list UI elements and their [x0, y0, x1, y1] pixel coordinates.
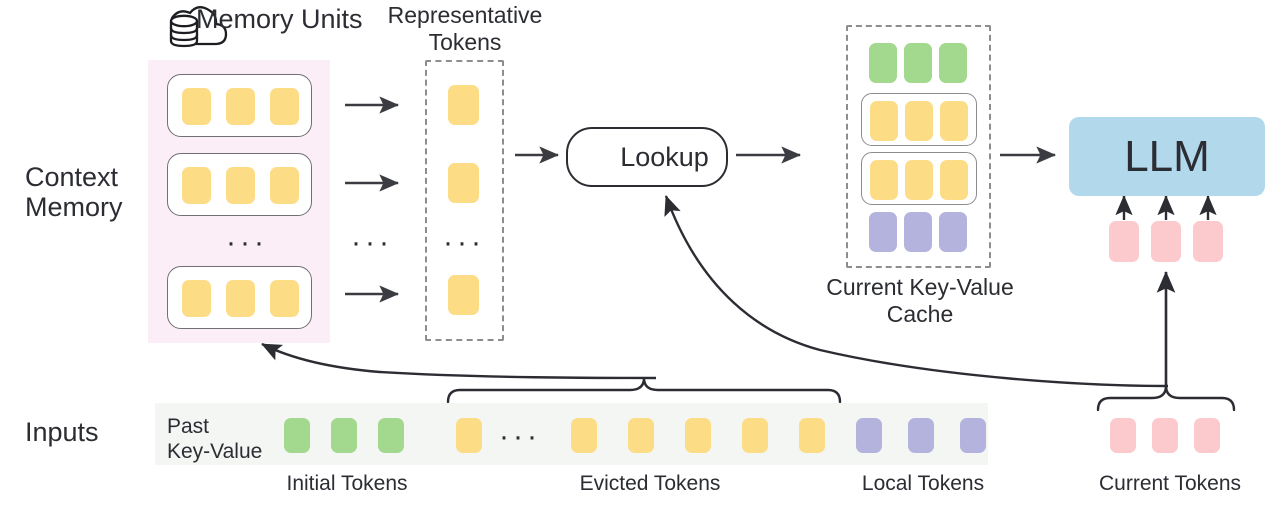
memory-units-label: Memory Units [196, 4, 363, 34]
current-tokens-label: Current Tokens [1098, 472, 1242, 495]
kv-cache-row-3[interactable] [861, 152, 977, 205]
input-sequence-ellipsis: ··· [499, 420, 541, 453]
representative-tokens-ellipsis: ··· [443, 226, 485, 259]
arrow-evicted-to-context-memory [261, 342, 657, 380]
kv-row-1-token-1 [869, 43, 897, 83]
input-token-evicted-6 [799, 418, 825, 453]
past-key-value-label: Past Key-Value [167, 415, 263, 463]
kv-row-2-token-3 [940, 101, 968, 141]
kv-row-3-token-2 [905, 160, 933, 200]
current-token-3 [1194, 418, 1220, 453]
representative-token-1 [448, 85, 479, 125]
memory-unit-1-token-3 [270, 88, 299, 125]
representative-token-3 [448, 275, 479, 315]
memory-unit-2-token-1 [182, 167, 211, 204]
current-kv-cache-label: Current Key-Value Cache [826, 274, 1014, 327]
memory-unit-3-token-2 [226, 280, 255, 317]
input-token-evicted-5 [742, 418, 768, 453]
llm-block[interactable]: LLM [1069, 117, 1265, 196]
input-token-local-3 [960, 418, 986, 453]
memory-unit-3-token-1 [182, 280, 211, 317]
input-token-local-2 [908, 418, 934, 453]
memory-unit-1-token-1 [182, 88, 211, 125]
representative-tokens-label: Representative Tokens [387, 2, 543, 55]
input-token-evicted-3 [628, 418, 654, 453]
local-tokens-label: Local Tokens [861, 472, 985, 495]
input-token-local-1 [856, 418, 882, 453]
memory-unit-2-token-3 [270, 167, 299, 204]
memory-units-ellipsis: ··· [226, 226, 268, 259]
kv-row-2-token-1 [870, 101, 898, 141]
kv-cache-row-4 [869, 212, 969, 254]
memory-unit-1[interactable] [167, 74, 312, 137]
kv-cache-row-1 [869, 43, 969, 85]
kv-row-1-token-2 [904, 43, 932, 83]
arrow-current-to-lookup [664, 195, 1169, 388]
input-token-evicted-4 [685, 418, 711, 453]
context-memory-label: Context Memory [25, 162, 123, 222]
initial-tokens-label: Initial Tokens [286, 472, 408, 495]
evicted-tokens-label: Evicted Tokens [579, 472, 721, 495]
memory-unit-3[interactable] [167, 266, 312, 329]
representative-tokens-box [425, 60, 504, 341]
kv-cache-row-2[interactable] [861, 93, 977, 146]
lookup-button[interactable]: Lookup [566, 127, 728, 187]
kv-row-3-token-1 [870, 160, 898, 200]
kv-row-4-token-1 [869, 212, 897, 252]
input-token-evicted-2 [571, 418, 597, 453]
input-token-initial-2 [331, 418, 357, 453]
current-token-1 [1110, 418, 1136, 453]
current-kv-cache-box [846, 25, 991, 268]
llm-label: LLM [1124, 131, 1210, 181]
lookup-label: Lookup [620, 141, 709, 172]
input-token-evicted-1 [456, 418, 482, 453]
memory-unit-2-token-2 [226, 167, 255, 204]
llm-input-token-2 [1151, 221, 1181, 262]
llm-input-token-1 [1109, 221, 1139, 262]
representative-token-2 [448, 163, 479, 203]
kv-row-4-token-3 [939, 212, 967, 252]
memory-unit-1-token-2 [226, 88, 255, 125]
memory-unit-2[interactable] [167, 153, 312, 216]
kv-row-4-token-2 [904, 212, 932, 252]
inputs-label: Inputs [25, 417, 99, 447]
cloud-database-icon [169, 6, 228, 48]
kv-row-3-token-3 [940, 160, 968, 200]
kv-row-1-token-3 [939, 43, 967, 83]
llm-input-token-3 [1193, 221, 1223, 262]
memory-unit-3-token-3 [270, 280, 299, 317]
brace-evicted-tokens [446, 377, 842, 404]
current-token-2 [1152, 418, 1178, 453]
input-token-initial-1 [284, 418, 310, 453]
input-token-initial-3 [378, 418, 404, 453]
kv-row-2-token-2 [905, 101, 933, 141]
arrow-column-ellipsis: ··· [351, 226, 393, 259]
